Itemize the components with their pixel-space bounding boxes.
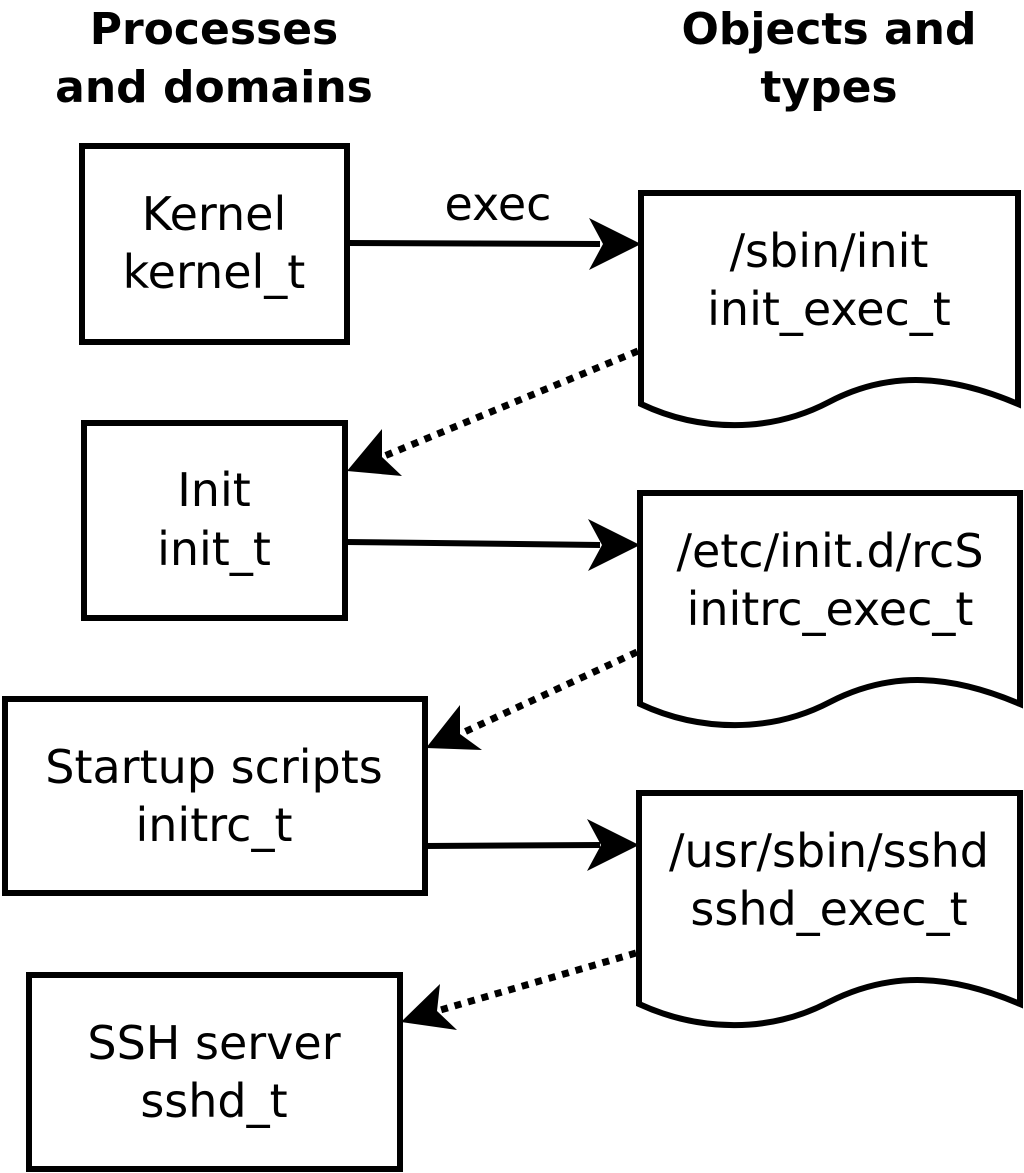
- process-name: Init: [177, 463, 251, 517]
- process-box-init: Init init_t: [81, 420, 348, 621]
- process-domain: kernel_t: [123, 245, 306, 299]
- object-path: /usr/sbin/sshd: [669, 824, 989, 878]
- process-box-startup-scripts: Startup scripts initrc_t: [2, 696, 428, 896]
- transition-arrow-sshd-to-ssh-server: [401, 949, 637, 1030]
- object-box-etc-initd-rcs: /etc/init.d/rcS initrc_exec_t: [637, 490, 1023, 729]
- object-box-sbin-init-frame: [638, 190, 1021, 429]
- object-type: sshd_exec_t: [690, 882, 967, 936]
- process-name: SSH server: [87, 1016, 340, 1070]
- processes-header-line-1: Processes: [90, 4, 339, 55]
- object-box-sbin-init: /sbin/init init_exec_t: [638, 190, 1021, 429]
- process-box-kernel-frame: [79, 143, 350, 345]
- process-box-kernel: Kernel kernel_t: [79, 143, 350, 345]
- object-type: init_exec_t: [707, 282, 951, 336]
- objects-header-line-2: types: [760, 62, 897, 113]
- process-box-startup-scripts-frame: [2, 696, 428, 896]
- object-box-usr-sbin-sshd-frame: [636, 790, 1023, 1029]
- exec-arrow-kernel-to-sbin-init: [346, 218, 641, 270]
- object-box-usr-sbin-sshd: /usr/sbin/sshd sshd_exec_t: [636, 790, 1023, 1029]
- objects-header-line-1: Objects and: [682, 4, 977, 55]
- object-box-etc-initd-rcs-frame: [637, 490, 1023, 729]
- object-path: /etc/init.d/rcS: [676, 524, 983, 578]
- process-name: Kernel: [142, 187, 287, 241]
- process-domain: sshd_t: [140, 1074, 287, 1128]
- transition-arrow-rcs-to-startup-scripts: [426, 648, 639, 750]
- process-domain: initrc_t: [136, 798, 293, 852]
- processes-header: Processes and domains: [55, 4, 373, 113]
- objects-header: Objects and types: [682, 4, 977, 113]
- process-name: Startup scripts: [45, 740, 383, 794]
- exec-edge-label: exec: [445, 177, 552, 231]
- object-path: /sbin/init: [730, 224, 929, 278]
- exec-arrow-init-to-rcs: [344, 519, 640, 571]
- process-domain: init_t: [157, 522, 271, 576]
- processes-header-line-2: and domains: [55, 62, 373, 113]
- object-type: initrc_exec_t: [687, 582, 974, 636]
- transition-arrow-sbin-init-to-init: [347, 347, 640, 476]
- exec-arrow-startup-scripts-to-sshd: [424, 819, 639, 871]
- process-box-ssh-server: SSH server sshd_t: [26, 972, 403, 1172]
- process-box-ssh-server-frame: [26, 972, 403, 1172]
- process-box-init-frame: [81, 420, 348, 621]
